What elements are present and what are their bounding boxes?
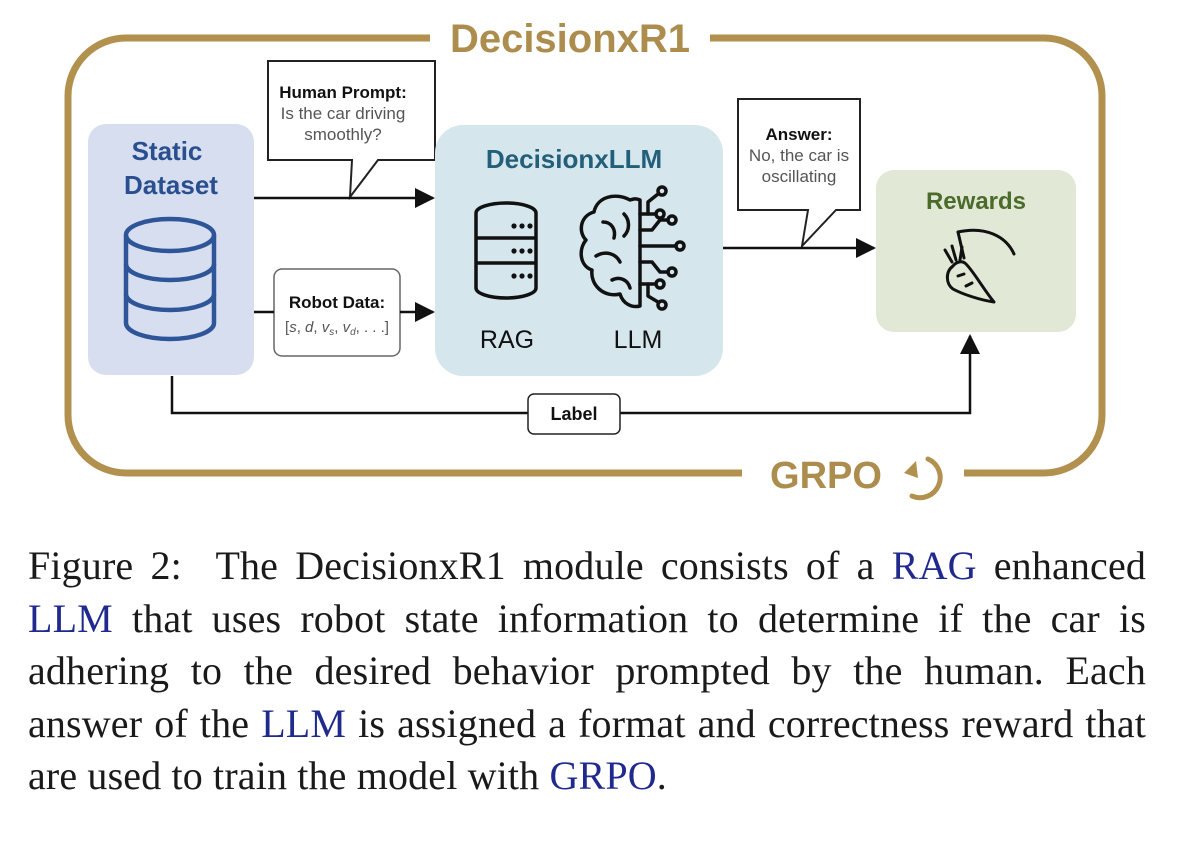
server-icon <box>474 201 538 300</box>
human-prompt-callout <box>267 60 436 201</box>
rewards-title: Rewards <box>926 188 1026 215</box>
label-text: Label <box>550 404 597 424</box>
caption-text-5: . <box>656 753 667 798</box>
answer-line1: No, the car is <box>749 146 849 165</box>
caption-text-4: is assigned a format and correctness rew… <box>28 700 1146 799</box>
robot-data-box <box>273 268 401 357</box>
label-box <box>527 393 621 435</box>
answer-callout <box>737 98 861 250</box>
caption-text-1: The DecisionxR1 module consists of a <box>215 543 875 588</box>
llm-label: LLM <box>614 326 663 354</box>
rewards-box <box>876 170 1076 332</box>
answer-heading: Answer: <box>765 125 832 144</box>
carrot-stick-icon <box>943 228 1016 304</box>
grpo-label: GRPO <box>770 455 882 497</box>
caption-link-rag[interactable]: RAG <box>891 543 977 588</box>
diagram-title: DecisionxR1 <box>450 17 690 61</box>
decisionxllm-title: DecisionxLLM <box>486 144 662 174</box>
robot-data-heading: Robot Data: <box>289 293 385 312</box>
human-prompt-line1: Is the car driving <box>281 104 406 123</box>
human-prompt-heading: Human Prompt: <box>279 83 407 102</box>
answer-line2: oscillating <box>762 167 837 186</box>
caption-text-3: that uses robot state information to det… <box>28 595 1146 746</box>
static-dataset-title-line1: Static <box>132 136 203 166</box>
figure-label: Figure 2: <box>28 543 182 588</box>
caption-link-llm-2[interactable]: LLM <box>261 700 347 746</box>
figure-caption: Figure 2: The DecisionxR1 module consist… <box>28 540 1146 803</box>
rag-label: RAG <box>480 326 534 354</box>
static-dataset-title-line2: Dataset <box>124 170 218 200</box>
database-icon <box>123 216 217 342</box>
caption-text-2: enhanced <box>993 543 1146 588</box>
brain-circuit-icon <box>579 185 686 311</box>
refresh-cycle-icon <box>904 456 943 501</box>
human-prompt-line2: smoothly? <box>304 125 381 144</box>
robot-data-formula: [s, d, vs, vd, . . .] <box>285 319 389 338</box>
caption-link-llm-1[interactable]: LLM <box>28 595 113 641</box>
decisionxllm-box <box>435 125 723 376</box>
caption-link-grpo[interactable]: GRPO <box>549 753 657 798</box>
